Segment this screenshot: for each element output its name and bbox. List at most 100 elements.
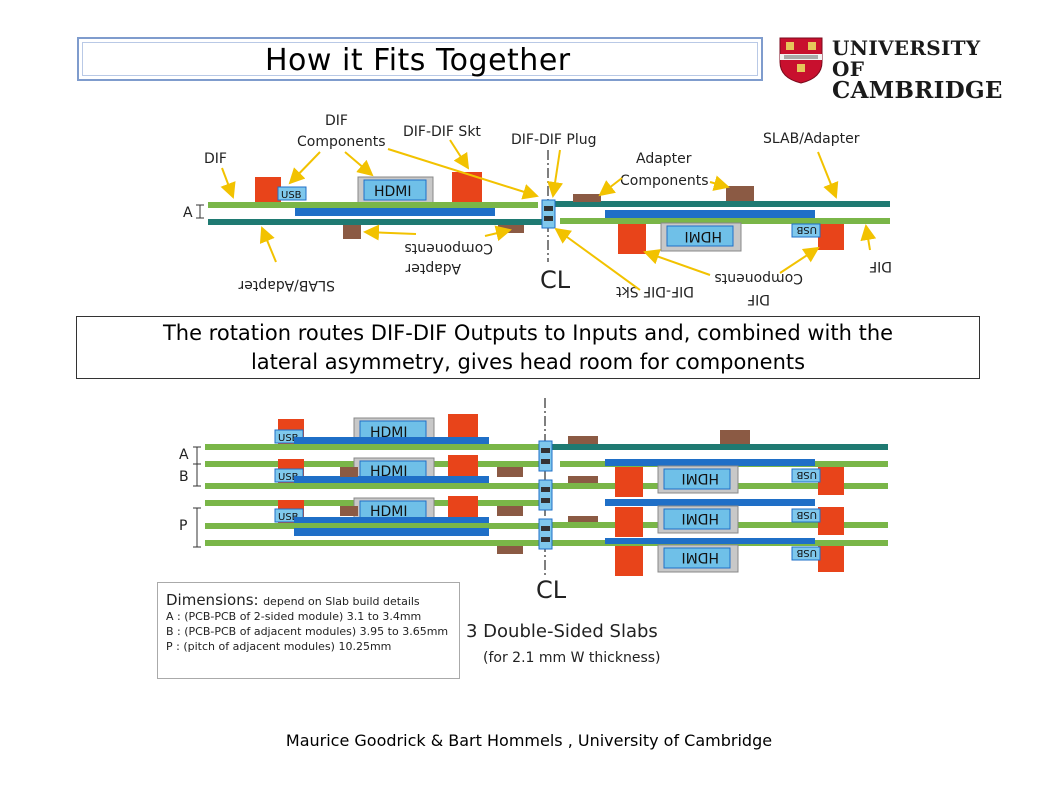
dimensions-title: Dimensions: xyxy=(166,591,259,609)
dif-layer-right xyxy=(605,538,815,544)
dim-a-label: A xyxy=(179,447,189,463)
usb-connector-right xyxy=(791,223,821,238)
adapter-component xyxy=(497,467,523,477)
label-mirrored-dif: DIF xyxy=(747,291,770,307)
dif-connector-right xyxy=(818,507,844,535)
footer-credit: Maurice Goodrick & Bart Hommels , Univer… xyxy=(285,731,773,750)
dif-connector-right xyxy=(818,546,844,572)
dif-pcb xyxy=(205,444,540,450)
dimension-b: B : (PCB-PCB of adjacent modules) 3.95 t… xyxy=(166,625,449,638)
hdmi-label-right: HDMI xyxy=(681,470,719,486)
slabs-subtitle: (for 2.1 mm W thickness) xyxy=(483,650,661,666)
logo-line2: CAMBRIDGE xyxy=(832,77,1003,104)
usb-label-right: USB xyxy=(796,547,817,558)
caption-line-2: lateral asymmetry, gives head room for c… xyxy=(250,350,806,374)
usb-label-right: USB xyxy=(796,509,817,520)
usb-connector-left xyxy=(277,186,307,201)
dif-connector-left xyxy=(255,177,281,202)
label-dif-components-2: Components xyxy=(297,134,386,150)
adapter-component xyxy=(720,430,750,444)
dim-b-label: B xyxy=(179,469,189,485)
centerline-symbol: CL xyxy=(540,266,571,294)
dif-layer xyxy=(294,476,489,483)
adapter-component xyxy=(568,436,598,444)
dif-pcb-left xyxy=(208,202,538,208)
dif-skt-right xyxy=(615,507,643,537)
slab-pcb xyxy=(205,540,545,546)
dif-layer-left xyxy=(295,208,495,216)
adapter-component xyxy=(340,506,358,516)
label-mirrored-dif-dif-skt: DIF-DIF Skt xyxy=(616,283,694,299)
dif-skt-right xyxy=(615,546,643,576)
caption-line-1: The rotation routes DIF-DIF Outputs to I… xyxy=(162,321,894,345)
dimensions-box: Dimensions: depend on Slab build details… xyxy=(157,582,460,679)
usb-label: USB xyxy=(278,472,299,483)
adapter-component-left xyxy=(343,225,361,239)
hdmi-connector-left xyxy=(363,179,427,201)
label-slab-adapter: SLAB/Adapter xyxy=(763,131,860,147)
label-dif-dif-skt: DIF-DIF Skt xyxy=(403,124,481,140)
dif-dif-plugs xyxy=(538,440,553,550)
dimension-p: P : (pitch of adjacent modules) 10.25mm xyxy=(166,640,392,653)
usb-label-right: USB xyxy=(796,224,817,235)
adapter-component xyxy=(340,467,358,477)
adapter-component-right xyxy=(573,194,601,202)
hdmi-connector-right xyxy=(663,508,731,530)
usb-connector-right xyxy=(791,468,821,483)
usb-connector-right xyxy=(791,508,821,523)
university-logo: UNIVERSITY OF CAMBRIDGE xyxy=(778,36,1002,102)
label-mirrored-adapter: Adapter xyxy=(405,260,461,276)
dif-layer-right xyxy=(605,459,815,466)
slab-pcb-left xyxy=(208,219,548,225)
label-adapter-1: Adapter xyxy=(636,151,692,167)
slab-pcb-right xyxy=(548,444,888,450)
dif-connector-right xyxy=(818,224,844,250)
label-mirrored-dif-2: DIF xyxy=(869,258,892,274)
title-bar: How it Fits Together xyxy=(77,37,763,81)
dimensions-note: depend on Slab build details xyxy=(263,595,420,608)
label-dif-components-1: DIF xyxy=(325,113,348,129)
dim-a-label: A xyxy=(183,205,193,221)
label-dif-dif-plug: DIF-DIF Plug xyxy=(511,132,597,148)
hdmi-connector-right xyxy=(663,468,731,490)
hdmi-connector-right xyxy=(663,547,731,569)
dif-layer-right xyxy=(605,499,815,506)
dif-layer-right xyxy=(605,210,815,218)
dif-dif-plug xyxy=(541,199,556,229)
caption-box: The rotation routes DIF-DIF Outputs to I… xyxy=(76,316,980,379)
slabs-title: 3 Double-Sided Slabs xyxy=(466,621,658,642)
bottom-assembly: CL HDMI USB HDMI USB xyxy=(179,398,888,604)
dimension-a: A : (PCB-PCB of 2-sided module) 3.1 to 3… xyxy=(166,610,422,623)
centerline-symbol-bottom: CL xyxy=(536,576,567,604)
dif-pcb xyxy=(205,483,540,489)
university-wordmark: UNIVERSITY OF CAMBRIDGE xyxy=(832,38,1003,104)
usb-label: USB xyxy=(278,512,299,523)
adapter-component xyxy=(497,506,523,516)
slab-pcb-right xyxy=(548,201,890,207)
hdmi-connector-right xyxy=(666,225,734,247)
top-assembly: CL HDMI USB HDMI USB A xyxy=(183,113,892,307)
hdmi-label-right: HDMI xyxy=(681,510,719,526)
hdmi-label-right: HDMI xyxy=(681,549,719,565)
usb-label-right: USB xyxy=(796,469,817,480)
label-mirrored-slab-adapter: SLAB/Adapter xyxy=(238,277,335,293)
slide-title: How it Fits Together xyxy=(265,43,571,78)
label-mirrored-components: Components xyxy=(404,240,493,256)
plug-pin xyxy=(544,206,553,211)
dim-p-label: P xyxy=(179,518,187,534)
adapter-component-right2 xyxy=(726,186,754,201)
usb-label-left: USB xyxy=(281,190,302,201)
hdmi-label-right: HDMI xyxy=(684,228,722,244)
dif-pcb-right xyxy=(560,218,890,224)
cambridge-crest-icon xyxy=(779,37,823,84)
label-mirrored-components-2: Components xyxy=(714,270,803,286)
hdmi-label: HDMI xyxy=(370,504,408,520)
label-dif: DIF xyxy=(204,151,227,167)
slab-3: HDMI USB HDMI USB xyxy=(205,496,888,546)
adapter-component xyxy=(497,546,523,554)
dif-connector-right xyxy=(818,467,844,495)
dif-skt-right xyxy=(615,467,643,497)
slab-4: HDMI USB xyxy=(294,528,888,576)
plug-pin xyxy=(544,216,553,221)
